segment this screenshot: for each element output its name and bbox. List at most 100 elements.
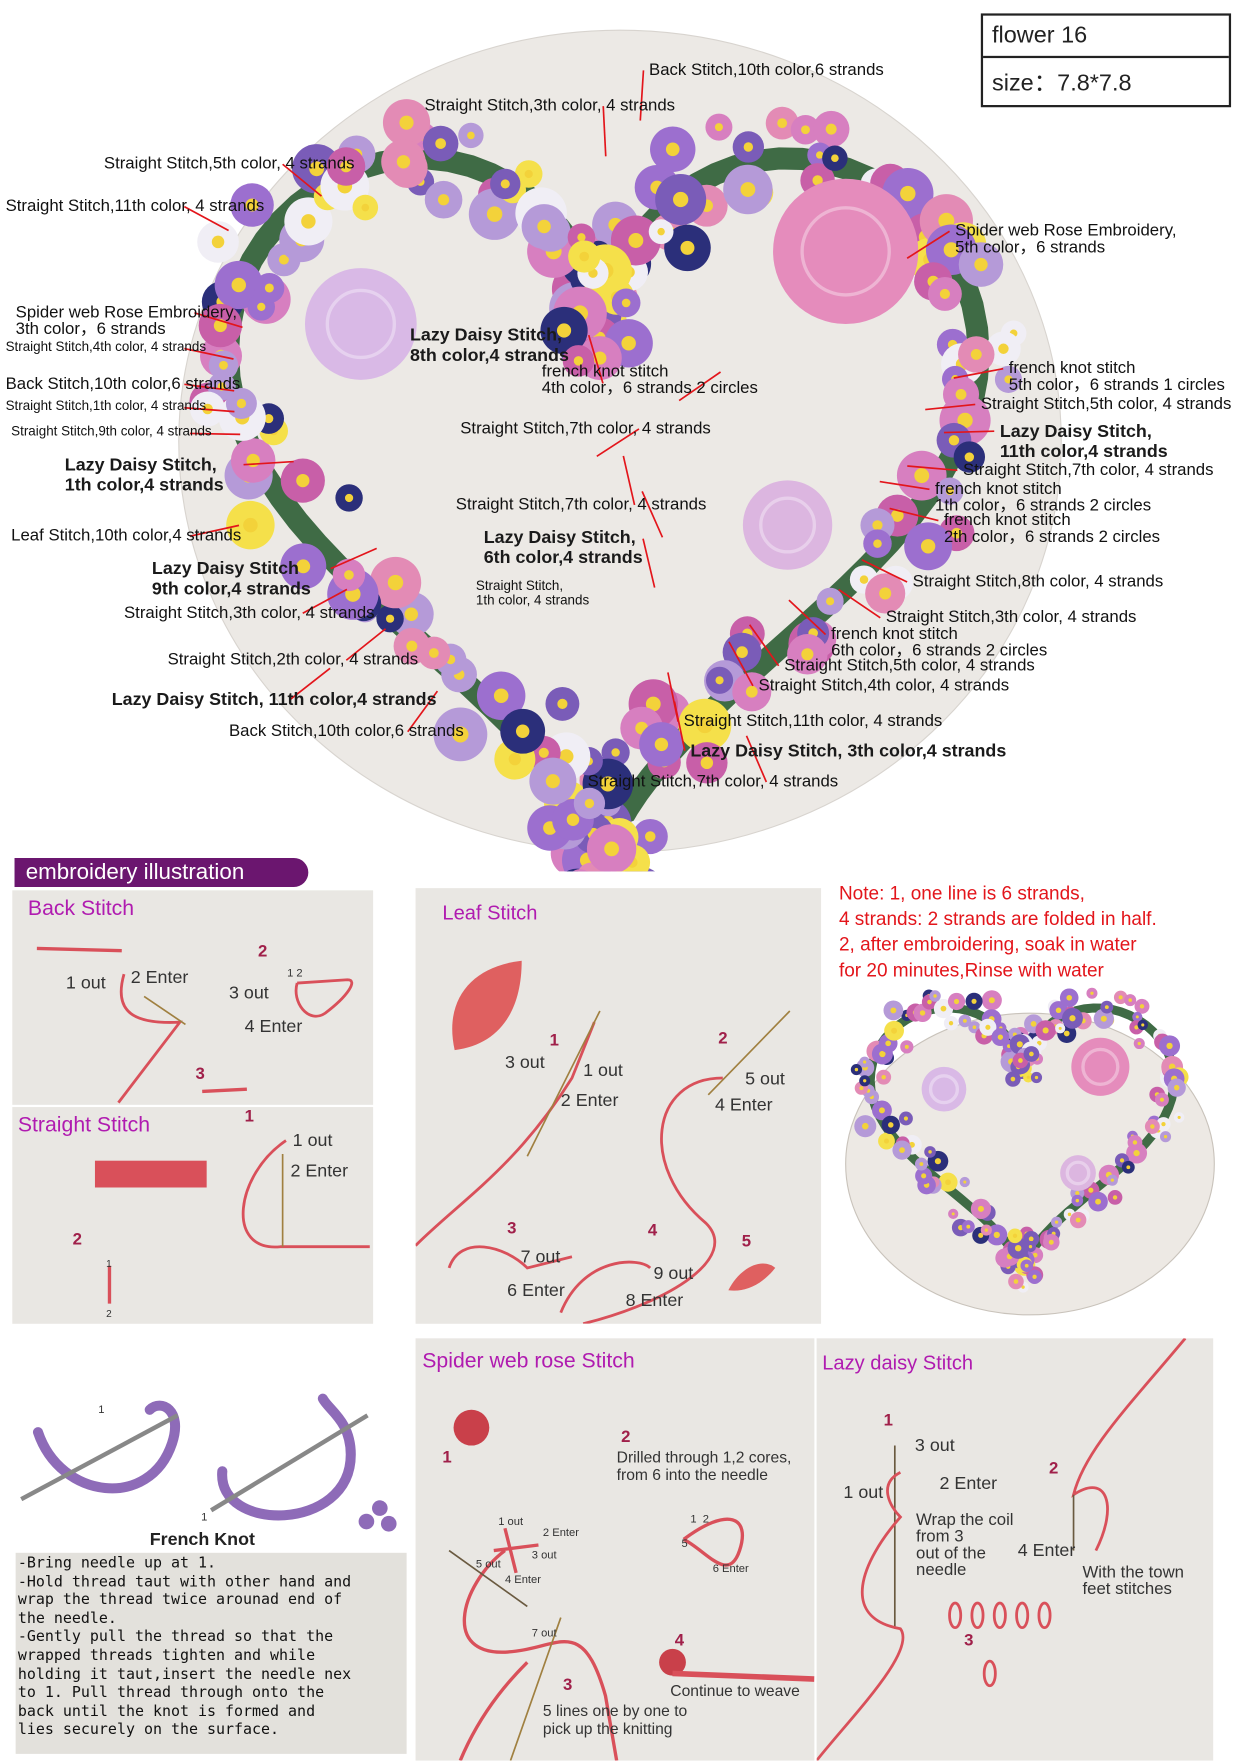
stitch-label: Straight Stitch,7th color, 4 strands	[455, 494, 707, 514]
flower-center	[984, 1228, 989, 1232]
flower	[572, 869, 588, 872]
flower-center	[1088, 1187, 1094, 1193]
flower-center	[812, 175, 823, 186]
flower-center	[1066, 994, 1073, 1001]
flower-center	[231, 277, 246, 293]
flower-center	[951, 1212, 955, 1216]
step-number: 1	[442, 1447, 452, 1467]
flower-center	[890, 1007, 897, 1014]
flower-center	[1063, 1030, 1070, 1037]
flower-center	[500, 179, 510, 189]
step-number: 3	[507, 1218, 517, 1238]
flower-center	[1032, 1274, 1037, 1279]
flower-center	[264, 413, 274, 424]
section-badge: embroidery illustration	[14, 857, 309, 887]
flower-center	[743, 142, 754, 152]
flower-center	[948, 435, 960, 446]
flower-center	[951, 527, 962, 539]
leader-line	[953, 367, 1004, 379]
step-text: Continue to weave	[670, 1681, 800, 1700]
flower-center	[873, 539, 882, 548]
flower-center	[861, 1122, 869, 1130]
flower-center	[508, 752, 522, 766]
flower-center	[577, 233, 586, 242]
step-number: 3	[563, 1675, 573, 1695]
stitch-label: Leaf Stitch,10th color,4 strands	[11, 526, 242, 546]
flower-center	[939, 288, 950, 300]
flower-center	[1135, 1015, 1139, 1019]
flower-center	[1010, 1076, 1016, 1082]
stitch-label: Straight Stitch,11th color, 4 strands	[5, 196, 265, 216]
flower-center	[899, 1147, 905, 1153]
stitch-label: Back Stitch,10th color,6 strands	[5, 374, 241, 394]
flower-center	[988, 997, 995, 1004]
flower-center	[361, 203, 370, 212]
flower-center	[1161, 1122, 1166, 1127]
step-label: 1 out	[65, 974, 106, 994]
flower-center	[878, 1107, 885, 1114]
flower-center	[1054, 1220, 1059, 1224]
flower-center	[777, 118, 788, 129]
step-number: 1	[883, 1410, 893, 1430]
flower-center	[696, 717, 713, 734]
leader-line	[889, 507, 939, 522]
flower-center	[801, 125, 810, 135]
stitch-label: Straight Stitch,7th color, 4 strands	[460, 418, 711, 438]
leader-line	[289, 667, 331, 700]
panel-title: Leaf Stitch	[442, 901, 538, 924]
step-label: 4 Enter	[1017, 1541, 1076, 1561]
flower-center	[1028, 1236, 1034, 1242]
step-number: 3	[964, 1630, 974, 1650]
stitch-label: Lazy Daisy Stitch, 11th color,4 strands	[111, 690, 437, 710]
heart-wreath	[189, 99, 1027, 872]
flower-center	[538, 747, 549, 758]
leader-line	[673, 701, 686, 751]
stitch-label: Straight Stitch,7th color, 4 strands	[587, 771, 839, 791]
stitch-label: Straight Stitch,5th color, 4 strands	[980, 394, 1232, 414]
flower-center	[219, 360, 228, 370]
step-text: Wrap the coil from 3 out of the needle	[916, 1510, 1014, 1580]
flower-center	[611, 748, 620, 757]
flower-center	[435, 138, 446, 149]
flower-center	[933, 994, 937, 998]
french-knot-instructions: -Bring needle up at 1. -Hold thread taut…	[15, 1552, 407, 1754]
step-label: 7 out	[520, 1247, 561, 1267]
flower-center	[1173, 1084, 1180, 1091]
leader-line	[641, 491, 664, 538]
flower-center	[962, 1018, 967, 1023]
flower-center	[515, 724, 530, 738]
leader-line	[925, 403, 976, 411]
flower-center	[1110, 1178, 1115, 1182]
french-knot-diagram	[20, 1393, 397, 1532]
flower-center	[1032, 1252, 1038, 1258]
leader-line	[728, 641, 754, 687]
flower-center	[1159, 1097, 1165, 1102]
flower-center	[825, 123, 837, 135]
leader-line	[861, 559, 908, 583]
step-label: 1 2	[690, 1513, 710, 1526]
leader-line	[745, 735, 768, 783]
panel-title: Back Stitch	[27, 897, 135, 921]
flower-center	[1030, 1020, 1037, 1027]
stitch-label: Straight Stitch,8th color, 4 strands	[912, 571, 1164, 591]
leader-line	[345, 628, 387, 661]
flower-center	[296, 473, 310, 488]
stitch-label: Back Stitch,10th color,6 strands	[649, 60, 884, 80]
flower-center	[1139, 1004, 1145, 1009]
step-number: 1	[244, 1107, 254, 1127]
step-label: 1 out	[292, 1131, 333, 1151]
flower-center	[972, 1025, 977, 1030]
flower-center	[1067, 1212, 1072, 1217]
leader-line	[184, 347, 234, 360]
flower-center	[921, 1173, 927, 1179]
flower-center	[1119, 1158, 1125, 1163]
flower-center	[604, 841, 620, 857]
stitch-label: Straight Stitch,3th color, 4 strands	[424, 96, 676, 116]
pattern-size: size：7.8*7.8	[983, 55, 1229, 105]
step-label: 5 out	[745, 1070, 785, 1090]
flower-center	[826, 597, 835, 606]
leader-line	[642, 538, 656, 588]
flower-center	[245, 198, 259, 212]
flower-center	[943, 242, 959, 258]
